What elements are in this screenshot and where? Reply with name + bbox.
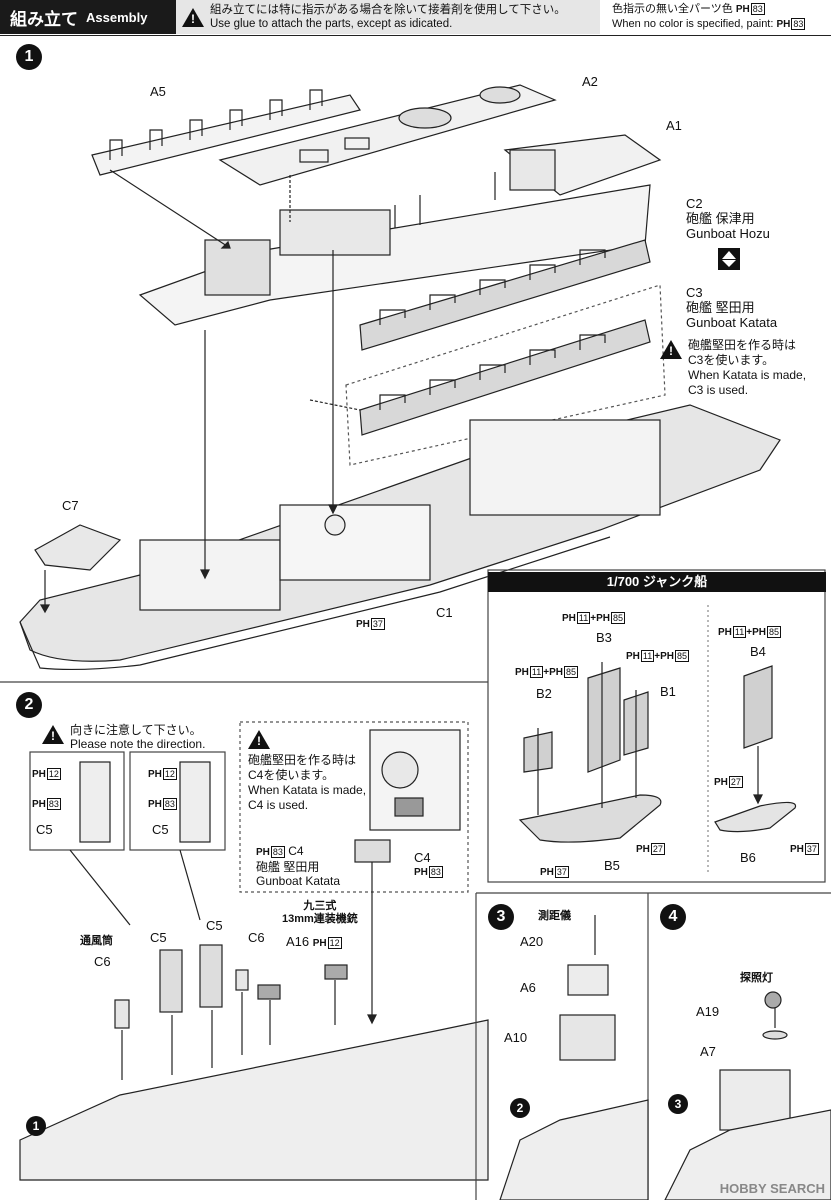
ref-step-2: 2 [510,1098,530,1118]
part-label-c5-b: C5 [206,918,223,933]
c4-code: C4 [288,844,304,858]
step-4-number: 4 [660,904,686,930]
header-title-en: Assembly [86,9,148,25]
part-label-b6: B6 [740,850,756,865]
vent-label-jp: 通風筒 [80,935,113,947]
part-c4-shape [354,839,391,863]
part-b5-shape [518,794,662,843]
part-label-a20: A20 [520,934,544,949]
part-a6-shape [567,964,609,996]
watermark: HOBBY SEARCH [719,1181,825,1196]
warning-icon [42,725,64,744]
part-a5-shape [91,94,361,176]
part-label-c7: C7 [62,498,79,513]
part-label-a10: A10 [504,1030,528,1045]
part-label-b3: B3 [596,630,612,645]
glue-warning-jp: 組み立てには特に指示がある場合を除いて接着剤を使用して下さい。 [210,4,566,16]
c2-en: Gunboat Hozu [686,226,770,241]
c2-jp: 砲艦 保津用 [686,211,755,226]
junk-ship-title: 1/700 ジャンク船 [488,572,826,592]
c2-code: C2 [686,196,703,211]
part-label-a5: A5 [150,84,166,99]
part-label-b4: B4 [750,644,766,659]
part-label-c1: C1 [436,605,453,620]
warning-icon [248,730,270,749]
header-title: 組み立て Assembly [0,0,176,34]
ref-step-1: 1 [26,1116,46,1136]
warning-icon [660,340,682,359]
step-2-number: 2 [16,692,42,718]
part-a16-shape [257,984,281,1000]
part-label-c5-a: C5 [150,930,167,945]
part-label-a7: A7 [700,1044,716,1059]
part-label-c3: C3 砲艦 堅田用 Gunboat Katata [686,285,777,330]
part-label-c2: C2 砲艦 保津用 Gunboat Hozu [686,196,770,241]
part-label-b2: B2 [536,686,552,701]
part-label-a2: A2 [582,74,598,89]
part-a7-shape [762,1030,788,1040]
part-c2-shape [359,239,651,351]
color-note-en: When no color is specified, paint: [612,18,774,30]
warning-icon [182,7,204,27]
part-label-c6-a: C6 [94,954,111,969]
rangefinder-label-jp: 測距儀 [538,910,571,922]
step-1-number: 1 [16,44,42,70]
part-label-a19: A19 [696,1004,720,1019]
machine-gun-label: 九三式 13mm連装機銃 [282,900,358,925]
part-c5-shape [159,949,183,1013]
c3-jp: 砲艦 堅田用 [686,300,755,315]
c4-en: Gunboat Katata [256,874,341,888]
part-b4-shape [743,665,773,749]
part-a19-shape [764,991,782,1009]
part-label-c5-detail-b: C5 [152,822,169,837]
step-3-number: 3 [488,904,514,930]
part-label-b1: B1 [660,684,676,699]
part-label-a1: A1 [666,118,682,133]
part-label-c4-detail: C4 [414,850,431,865]
c4-note: 砲艦堅田を作る時は C4を使います。 When Katata is made, … [248,730,366,813]
part-label-a6: A6 [520,980,536,995]
header-title-jp: 組み立て [10,9,78,29]
part-c6-shape [114,999,130,1029]
c4-jp: 砲艦 堅田用 [256,860,320,874]
part-label-c5-detail-a: C5 [36,822,53,837]
part-a10-shape [559,1014,616,1061]
ref-step-3: 3 [668,1094,688,1114]
c3-code: C3 [686,285,703,300]
header-rule [0,35,831,36]
part-b6-shape [714,801,797,833]
part-c7-shape [34,524,122,571]
color-note-jp: 色指示の無い全パーツ色 [612,3,733,15]
glue-warning: 組み立てには特に指示がある場合を除いて接着剤を使用して下さい。 Use glue… [176,0,600,34]
c3-en: Gunboat Katata [686,315,778,330]
direction-note: 向きに注意して下さい。 Please note the direction. [42,723,205,751]
searchlight-label-jp: 探照灯 [740,972,773,984]
glue-warning-en: Use glue to attach the parts, except as … [210,18,453,30]
part-label-c6-b: C6 [248,930,265,945]
part-label-b5: B5 [604,858,620,873]
c3-note: 砲艦堅田を作る時は C3を使います。 When Katata is made, … [660,338,806,398]
part-b3-shape [587,667,621,773]
